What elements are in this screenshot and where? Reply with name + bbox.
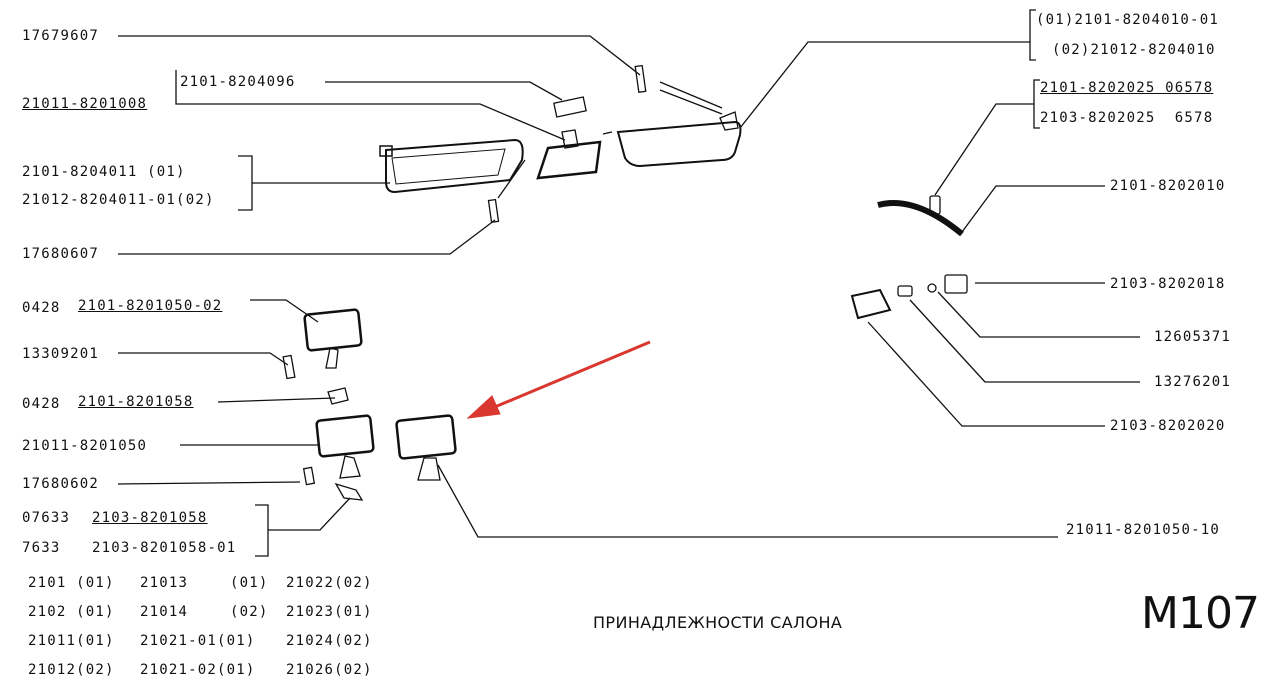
applicability-cell: 21021-01(01) <box>140 633 256 649</box>
part-label: 13309201 <box>22 346 100 362</box>
leader-2103-8202020 <box>867 321 1105 427</box>
applicability-cell: 21024(02) <box>286 633 373 649</box>
part-label: 2101-8202025 06578 <box>1040 80 1214 96</box>
part-label: 21011-8201008 <box>22 96 148 112</box>
sheet-title: ПРИНАДЛЕЖНОСТИ САЛОНА <box>593 613 843 632</box>
applicability-cell: 21021-02(01) <box>140 662 256 678</box>
applicability-cell: (02) <box>230 604 269 620</box>
leader-17680602 <box>117 481 301 485</box>
sun-visor-left <box>385 138 524 194</box>
part-label: 17680607 <box>22 246 100 262</box>
applicability-cell: 2102 (01) <box>28 604 115 620</box>
leader-8202010 <box>961 185 1105 233</box>
leader-17679607 <box>118 35 641 76</box>
part-label: 7633 <box>22 540 61 556</box>
applicability-cell: 21023(01) <box>286 604 373 620</box>
dome-light <box>850 288 892 320</box>
applicability-cell: 21022(02) <box>286 575 373 591</box>
part-label: 2101-8204011 (01) <box>22 164 186 180</box>
leader-8204010 <box>739 41 1030 129</box>
interior-mirror <box>536 140 602 180</box>
outside-mirror-2 <box>315 414 375 458</box>
part-label: 21012-8204011-01(02) <box>22 192 215 208</box>
part-label: 0428 <box>22 396 61 412</box>
part-label: 2101-8201058 <box>78 394 194 410</box>
leader-8202025 <box>934 103 1034 196</box>
sheet-code: M107 <box>1141 588 1260 639</box>
applicability-cell: 21026(02) <box>286 662 373 678</box>
sun-visor-right <box>616 120 742 168</box>
part-label: 2103-8201058 <box>92 510 208 526</box>
leader-17680607 <box>118 219 496 255</box>
applicability-cell: 21014 <box>140 604 189 620</box>
leader-8201050-02 <box>250 299 319 323</box>
callout-arrow <box>466 340 651 419</box>
leader-2103-8201058 <box>268 497 351 531</box>
part-label: 17680602 <box>22 476 100 492</box>
outside-mirror-1 <box>303 308 363 352</box>
part-label: 21011-8201050 <box>22 438 148 454</box>
outside-mirror-3 <box>395 414 457 460</box>
part-label: 12605371 <box>1154 329 1232 345</box>
leader-12605371 <box>937 291 1140 338</box>
leader-13276201 <box>909 299 1140 383</box>
part-label: 2101-8201050-02 <box>78 298 223 314</box>
part-label: 2103-8202018 <box>1110 276 1226 292</box>
part-label: 2103-8202020 <box>1110 418 1226 434</box>
part-label: 17679607 <box>22 28 100 44</box>
part-label: 21011-8201050-10 <box>1066 522 1221 538</box>
applicability-cell: (01) <box>230 575 269 591</box>
part-label: 2101-8204096 <box>180 74 296 90</box>
part-label: 2103-8201058-01 <box>92 540 237 556</box>
leader-2101-8204096 <box>325 81 563 101</box>
part-label: 2103-8202025 6578 <box>1040 110 1214 126</box>
leader-13309201 <box>118 352 289 366</box>
applicability-cell: 21013 <box>140 575 189 591</box>
bracket-8204011 <box>238 155 253 211</box>
part-label: 07633 <box>22 510 71 526</box>
part-label: 0428 <box>22 300 61 316</box>
part-label: (02)21012-8204010 <box>1052 42 1216 58</box>
applicability-cell: 21011(01) <box>28 633 115 649</box>
applicability-cell: 2101 (01) <box>28 575 115 591</box>
bracket-2103-8201058 <box>255 504 269 557</box>
part-label: 2101-8202010 <box>1110 178 1226 194</box>
part-label: 13276201 <box>1154 374 1232 390</box>
bracket-8204010 <box>1029 9 1036 61</box>
leader-8201058 <box>217 397 336 403</box>
applicability-cell: 21012(02) <box>28 662 115 678</box>
leader-21011-8201008 <box>175 70 566 141</box>
grab-handle <box>877 199 964 237</box>
part-label: (01)2101-8204010-01 <box>1036 12 1219 28</box>
leader-8201050-10 <box>437 464 1058 538</box>
